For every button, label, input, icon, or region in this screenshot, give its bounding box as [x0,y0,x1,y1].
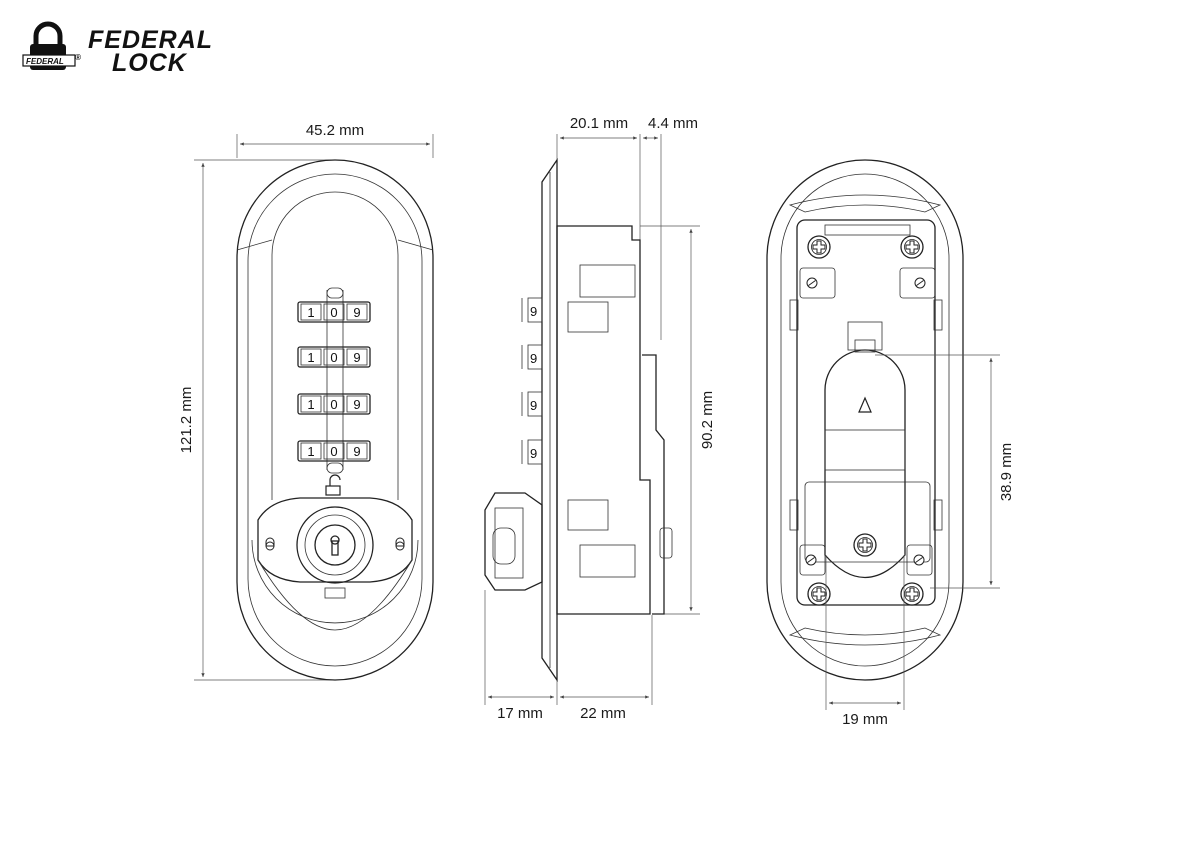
logo-badge [22,54,76,67]
wheel-row-2[interactable]: 1 0 9 [297,346,371,368]
screw-center-icon [853,533,877,557]
wheel-row-1[interactable]: 1 0 9 [297,301,371,323]
logo-word-lock: LOCK [112,49,188,77]
side-bottom-right-label: 22 mm [580,705,626,722]
front-width-dimension: 45.2 mm [236,122,434,158]
logo-badge-text: FEDERAL [26,57,64,66]
back-width-dimension: 19 mm [825,555,905,728]
side-wheel-digit: 9 [530,304,537,319]
front-outer-body [236,159,434,681]
back-top-grip [788,194,942,213]
back-bolt-slide [824,349,906,578]
wheel-row-3[interactable]: 1 0 9 [297,393,371,415]
side-height-label: 90.2 mm [699,391,716,449]
arrow-up-icon [858,396,872,413]
side-view: 20.1 mm 4.4 mm 90.2 mm 17 mm 22 mm [484,115,716,722]
side-bottom-left-label: 17 mm [497,705,543,722]
wheel-digit: 1 [307,305,314,320]
side-wheel-digit: 9 [530,398,537,413]
back-height-dimension: 38.9 mm [875,354,1015,589]
screw-top-right-icon [900,235,924,259]
side-top-dimensions: 20.1 mm 4.4 mm [556,115,698,340]
wheel-digit: 0 [330,444,337,459]
slot-screw-icon [805,554,817,566]
front-width-label: 45.2 mm [306,122,364,139]
front-view: 45.2 mm 121.2 mm 1 0 9 [178,122,434,681]
key-cylinder[interactable] [251,497,419,631]
keyhole-icon [330,535,340,556]
side-bolt [642,354,665,615]
side-top-bracket [579,264,636,298]
back-view: 38.9 mm 19 mm [766,159,1015,728]
logo-word-federal: FEDERAL [88,26,213,54]
back-height-label: 38.9 mm [998,443,1015,501]
back-bolt-head [847,321,883,351]
back-outer-body [766,159,964,681]
lock-symbol-right-icon [395,537,405,551]
wheel-digit: 0 [330,305,337,320]
side-wheel-digit: 9 [530,446,537,461]
wheel-row-4[interactable]: 1 0 9 [297,440,371,462]
slot-screw-icon [913,554,925,566]
side-wheels: 9 9 9 9 [521,297,543,465]
federal-lock-logo: FEDERAL ® FEDERAL LOCK [22,21,213,77]
side-bottom-bracket [579,544,636,578]
wheel-digit: 9 [353,305,360,320]
combination-wheels: 1 0 9 1 0 9 1 0 9 [297,287,371,474]
registered-mark: ® [75,53,81,62]
side-bolt-pin [659,527,673,559]
slot-screw-icon [914,277,926,289]
screw-bottom-left-icon [807,582,831,606]
slot-screw-icon [806,277,818,289]
wheel-digit: 1 [307,350,314,365]
wheel-digit: 1 [307,444,314,459]
lock-symbol-left-icon [265,537,275,551]
back-width-label: 19 mm [842,711,888,728]
back-inner-rim [780,173,950,667]
unlock-icon [325,474,341,496]
side-faceplate [541,157,558,683]
back-bottom-grip [788,627,942,646]
side-key-knob [484,492,543,591]
front-height-label: 121.2 mm [178,387,195,454]
screw-top-left-icon [807,235,831,259]
wheel-digit: 0 [330,350,337,365]
back-housing-plate [796,219,936,606]
front-inner-bezel [247,173,423,667]
wheel-digit: 9 [353,350,360,365]
front-window [271,191,399,500]
wheel-digit: 0 [330,397,337,412]
side-bottom-dimensions: 17 mm 22 mm [484,590,653,722]
front-height-dimension: 121.2 mm [178,159,335,681]
side-top-left-label: 20.1 mm [570,115,628,132]
side-wheel-digit: 9 [530,351,537,366]
wheel-digit: 1 [307,397,314,412]
side-top-right-label: 4.4 mm [648,115,698,132]
wheel-digit: 9 [353,444,360,459]
side-height-dimension: 90.2 mm [640,225,716,615]
side-housing [556,225,651,615]
wheel-digit: 9 [353,397,360,412]
